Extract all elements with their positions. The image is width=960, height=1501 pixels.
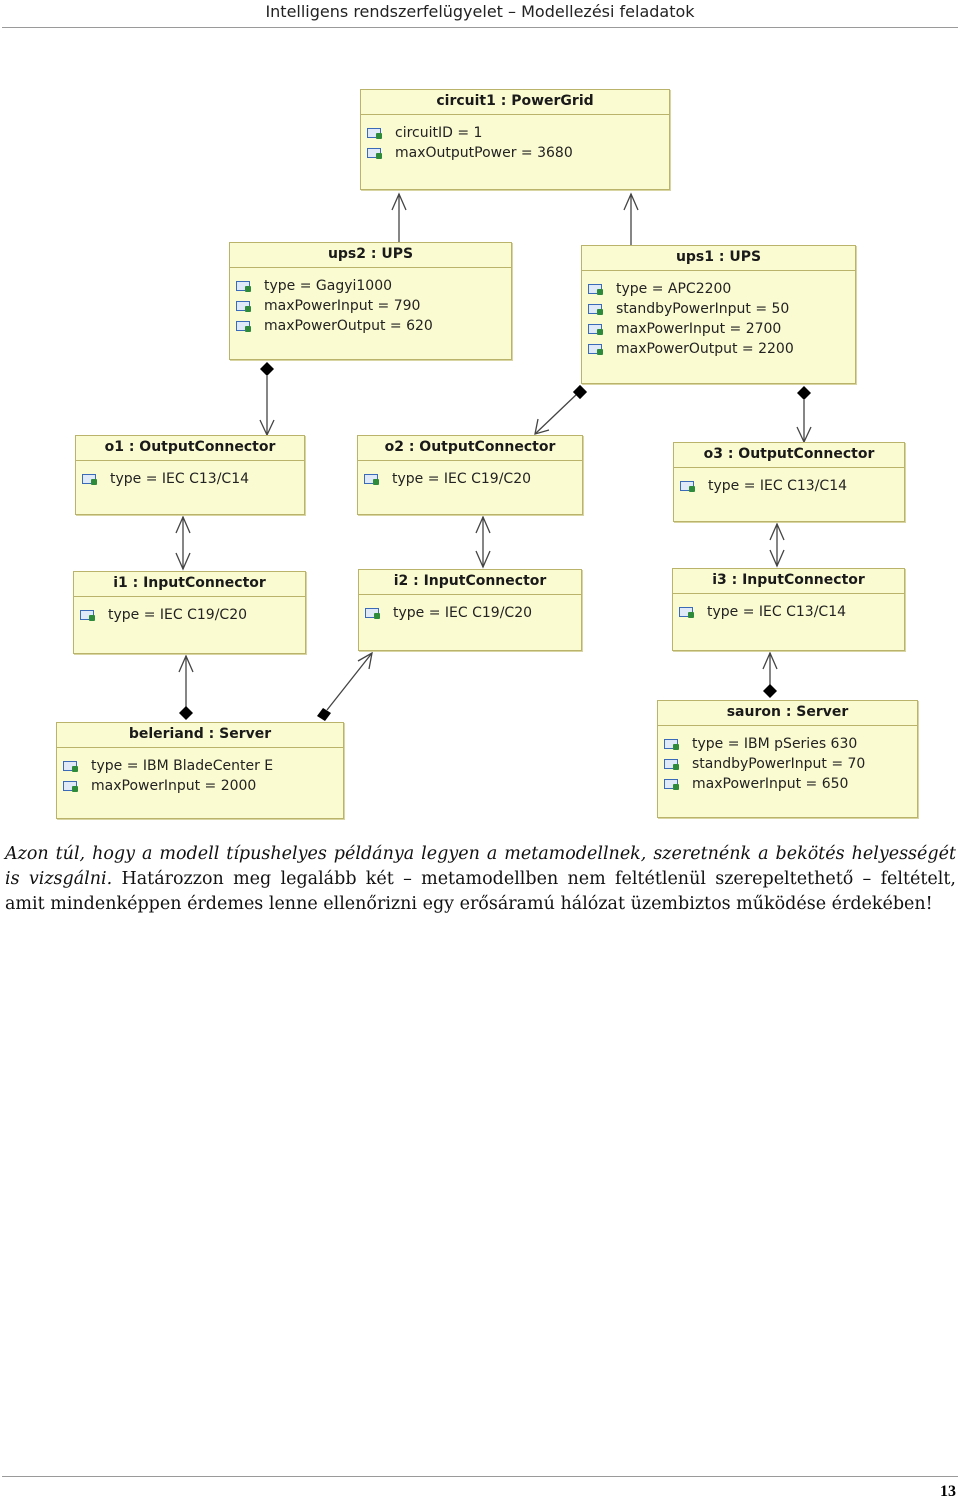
page-number: 13 (940, 1483, 956, 1500)
circuit1-title: circuit1 : PowerGrid (361, 90, 669, 115)
o1-title: o1 : OutputConnector (76, 436, 304, 461)
ups2-title: ups2 : UPS (230, 243, 511, 268)
beleriand-object-box: beleriand : Server type = IBM BladeCente… (56, 722, 344, 819)
ups2-attr-text: maxPowerInput = 790 (264, 298, 421, 314)
attribute-icon (63, 780, 79, 792)
ups2-attr-text: maxPowerOutput = 620 (264, 318, 433, 334)
o3-title: o3 : OutputConnector (674, 443, 904, 468)
beleriand-attr: maxPowerInput = 2000 (63, 776, 343, 796)
i3-attr-text: type = IEC C13/C14 (707, 604, 847, 620)
attribute-icon (588, 343, 604, 355)
attribute-icon (364, 473, 380, 485)
sauron-attr: type = IBM pSeries 630 (664, 734, 917, 754)
i1-title: i1 : InputConnector (74, 572, 305, 597)
ups1-attr-text: type = APC2200 (616, 281, 732, 297)
ups1-attr: type = APC2200 (588, 279, 855, 299)
footer-divider (2, 1476, 958, 1477)
sauron-object-box: sauron : Server type = IBM pSeries 630 s… (657, 700, 918, 818)
attribute-icon (236, 320, 252, 332)
sauron-title: sauron : Server (658, 701, 917, 726)
ups1-attr: maxPowerInput = 2700 (588, 319, 855, 339)
circuit1-attr-text: maxOutputPower = 3680 (395, 145, 573, 161)
ups2-attr: maxPowerOutput = 620 (236, 316, 511, 336)
beleriand-title: beleriand : Server (57, 723, 343, 748)
o3-attr: type = IEC C13/C14 (680, 476, 904, 496)
o3-attr-text: type = IEC C13/C14 (708, 478, 848, 494)
sauron-attr: standbyPowerInput = 70 (664, 754, 917, 774)
ups1-attr-text: standbyPowerInput = 50 (616, 301, 790, 317)
attribute-icon (367, 127, 383, 139)
sauron-attr: maxPowerInput = 650 (664, 774, 917, 794)
ups1-attr: maxPowerOutput = 2200 (588, 339, 855, 359)
circuit1-attr: maxOutputPower = 3680 (367, 143, 669, 163)
o2-attr: type = IEC C19/C20 (364, 469, 582, 489)
o1-object-box: o1 : OutputConnector type = IEC C13/C14 (75, 435, 305, 515)
o2-title: o2 : OutputConnector (358, 436, 582, 461)
i2-object-box: i2 : InputConnector type = IEC C19/C20 (358, 569, 582, 651)
beleriand-attr: type = IBM BladeCenter E (63, 756, 343, 776)
page-header-title: Intelligens rendszerfelügyelet – Modelle… (265, 2, 695, 21)
attribute-icon (236, 300, 252, 312)
i1-attr: type = IEC C19/C20 (80, 605, 305, 625)
attribute-icon (588, 303, 604, 315)
o1-attr: type = IEC C13/C14 (82, 469, 304, 489)
task-intro-text: Azon túl, hogy a modell típushelyes péld… (5, 844, 956, 889)
ups2-attr: type = Gagyi1000 (236, 276, 511, 296)
attribute-icon (664, 778, 680, 790)
circuit1-attr-text: circuitID = 1 (395, 125, 483, 141)
attribute-icon (664, 758, 680, 770)
attribute-icon (82, 473, 98, 485)
o3-object-box: o3 : OutputConnector type = IEC C13/C14 (673, 442, 905, 522)
ups1-attr-text: maxPowerOutput = 2200 (616, 341, 794, 357)
attribute-icon (365, 607, 381, 619)
header-divider (2, 27, 958, 28)
ups1-attr: standbyPowerInput = 50 (588, 299, 855, 319)
ups1-attr-text: maxPowerInput = 2700 (616, 321, 782, 337)
ups1-title: ups1 : UPS (582, 246, 855, 271)
beleriand-attr-text: type = IBM BladeCenter E (91, 758, 274, 774)
attribute-icon (664, 738, 680, 750)
beleriand-attr-text: maxPowerInput = 2000 (91, 778, 257, 794)
attribute-icon (63, 760, 79, 772)
attribute-icon (588, 323, 604, 335)
i2-attr-text: type = IEC C19/C20 (393, 605, 533, 621)
circuit1-attr: circuitID = 1 (367, 123, 669, 143)
attribute-icon (367, 147, 383, 159)
ups1-object-box: ups1 : UPS type = APC2200 standbyPowerIn… (581, 245, 856, 384)
circuit1-object-box: circuit1 : PowerGrid circuitID = 1 maxOu… (360, 89, 670, 190)
attribute-icon (588, 283, 604, 295)
i3-attr: type = IEC C13/C14 (679, 602, 904, 622)
o1-attr-text: type = IEC C13/C14 (110, 471, 250, 487)
o2-object-box: o2 : OutputConnector type = IEC C19/C20 (357, 435, 583, 515)
o2-attr-text: type = IEC C19/C20 (392, 471, 532, 487)
i2-title: i2 : InputConnector (359, 570, 581, 595)
i3-title: i3 : InputConnector (673, 569, 904, 594)
attribute-icon (236, 280, 252, 292)
ups2-attr: maxPowerInput = 790 (236, 296, 511, 316)
attribute-icon (80, 609, 96, 621)
i1-object-box: i1 : InputConnector type = IEC C19/C20 (73, 571, 306, 654)
sauron-attr-text: standbyPowerInput = 70 (692, 756, 866, 772)
task-question-text: Határozzon meg legalább két – metamodell… (5, 869, 956, 914)
sauron-attr-text: maxPowerInput = 650 (692, 776, 849, 792)
attribute-icon (680, 480, 696, 492)
i1-attr-text: type = IEC C19/C20 (108, 607, 248, 623)
ups2-object-box: ups2 : UPS type = Gagyi1000 maxPowerInpu… (229, 242, 512, 360)
ups2-attr-text: type = Gagyi1000 (264, 278, 393, 294)
task-paragraph: Azon túl, hogy a modell típushelyes péld… (5, 842, 956, 917)
i2-attr: type = IEC C19/C20 (365, 603, 581, 623)
sauron-attr-text: type = IBM pSeries 630 (692, 736, 858, 752)
i3-object-box: i3 : InputConnector type = IEC C13/C14 (672, 568, 905, 651)
attribute-icon (679, 606, 695, 618)
